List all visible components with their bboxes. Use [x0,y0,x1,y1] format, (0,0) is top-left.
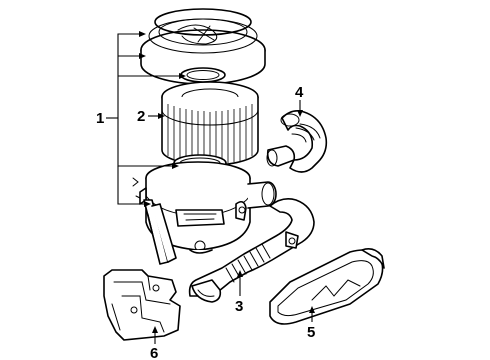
callout-4-leader [297,100,303,117]
lid-gasket [180,67,226,83]
filter-element [161,81,259,166]
callout-label-2: 2 [137,108,145,125]
callout-5-leader [309,306,315,322]
intake-duct [188,198,315,303]
callout-label-1: 1 [96,110,104,127]
intake-hose-elbow [266,110,328,173]
callout-3-leader [237,270,243,296]
callout-label-4: 4 [295,84,304,101]
callout-label-6: 6 [150,345,158,360]
callout-1-leaders [106,31,186,207]
support-bracket [143,199,177,265]
resonator-box [269,248,385,325]
mounting-bracket-cover [103,269,181,341]
air-cleaner-housing [132,161,277,254]
callout-label-3: 3 [235,298,243,315]
callout-6-leader [152,326,158,344]
callout-label-5: 5 [307,324,315,341]
callout-2-leader [148,113,165,119]
